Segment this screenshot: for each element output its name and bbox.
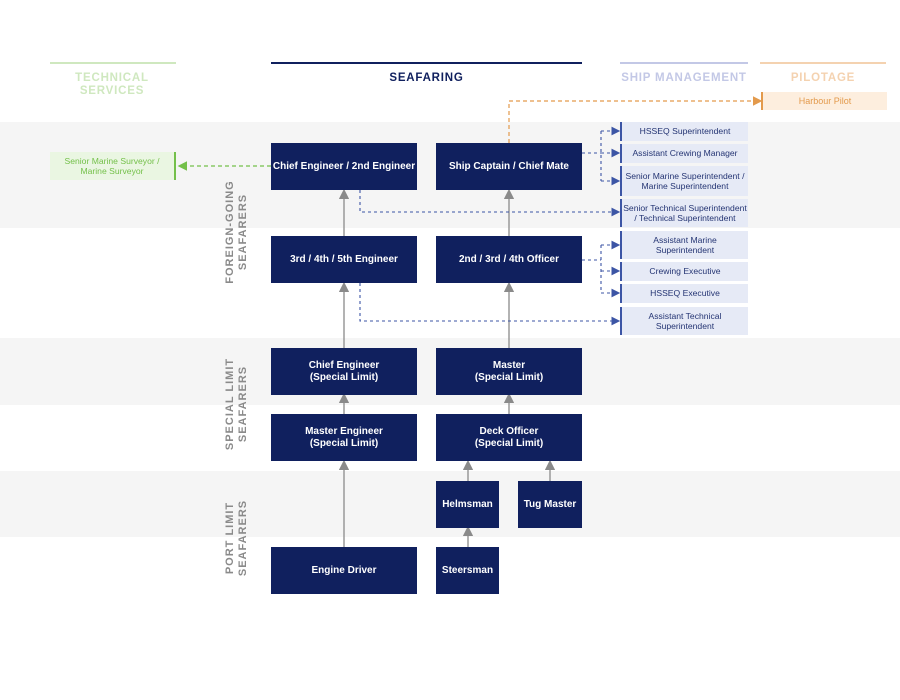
role-ship-captain: Ship Captain / Chief Mate (436, 143, 582, 190)
sm-assistant-technical-superintendent: Assistant Technical Superintendent (620, 307, 748, 335)
header-pilotage-line (760, 62, 886, 64)
role-master-special-limit: Master (Special Limit) (436, 348, 582, 395)
sm-hsseq-superintendent: HSSEQ Superintendent (620, 122, 748, 141)
role-officer-234: 2nd / 3rd / 4th Officer (436, 236, 582, 283)
role-deck-officer-special-limit: Deck Officer (Special Limit) (436, 414, 582, 461)
arrow-to-harbour-pilot (508, 96, 763, 143)
sm-assistant-marine-superintendent: Assistant Marine Superintendent (620, 231, 748, 259)
pilotage-harbour-pilot: Harbour Pilot (761, 92, 887, 110)
header-ship-management-line (620, 62, 748, 64)
header-technical-services: TECHNICAL SERVICES (75, 72, 149, 97)
sm-assistant-crewing-manager: Assistant Crewing Manager (620, 144, 748, 163)
role-chief-engineer-special-limit: Chief Engineer (Special Limit) (271, 348, 417, 395)
role-master-engineer-special-limit: Master Engineer (Special Limit) (271, 414, 417, 461)
role-tug-master: Tug Master (518, 481, 582, 528)
header-seafaring-line (271, 62, 582, 64)
sm-hsseq-executive: HSSEQ Executive (620, 284, 748, 303)
sm-crewing-executive: Crewing Executive (620, 262, 748, 281)
role-chief-engineer: Chief Engineer / 2nd Engineer (271, 143, 417, 190)
header-pilotage: PILOTAGE (790, 72, 856, 84)
sm-senior-technical-superintendent: Senior Technical Superintendent / Techni… (620, 199, 748, 227)
ts-marine-surveyor: Senior Marine Surveyor / Marine Surveyor (50, 152, 176, 180)
header-ship-management: SHIP MANAGEMENT (621, 72, 747, 84)
role-steersman: Steersman (436, 547, 499, 594)
header-seafaring: SEAFARING (389, 72, 464, 84)
sm-senior-marine-superintendent: Senior Marine Superintendent / Marine Su… (620, 166, 748, 196)
header-technical-line (50, 62, 176, 64)
role-engine-driver: Engine Driver (271, 547, 417, 594)
role-engineer-345: 3rd / 4th / 5th Engineer (271, 236, 417, 283)
role-helmsman: Helmsman (436, 481, 499, 528)
